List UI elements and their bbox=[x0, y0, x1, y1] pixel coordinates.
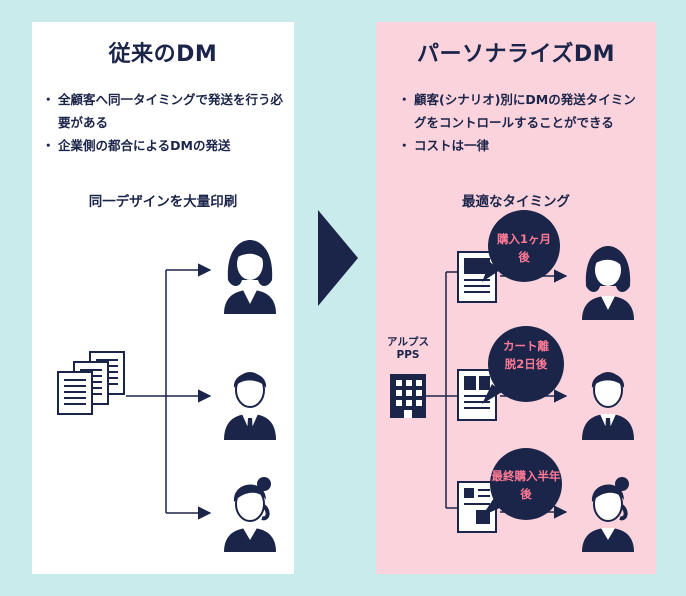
customer-woman-icon bbox=[224, 240, 276, 314]
customer-man-icon bbox=[223, 372, 277, 441]
personalized-dm-document-icon bbox=[457, 251, 497, 303]
bullet-item: 顧客(シナリオ)別にDMの発送タイミングをコントロールすることができる bbox=[398, 88, 642, 134]
company-label: アルプスPPS bbox=[387, 336, 429, 361]
customer-woman-icon bbox=[582, 246, 634, 320]
transition-chevron-icon bbox=[318, 210, 358, 306]
personalized-dm-document-icon bbox=[457, 369, 497, 421]
distribution-arrows bbox=[126, 263, 212, 520]
customer-man-icon bbox=[581, 372, 635, 441]
timing-label: 購入1ヶ月後 bbox=[496, 232, 551, 264]
conventional-dm-bullets: 全顧客へ同一タイミングで発送を行う必要がある 企業側の都合によるDMの発送 bbox=[42, 88, 286, 157]
bullet-item: コストは一律 bbox=[398, 134, 642, 157]
conventional-dm-title: 従来のDM bbox=[108, 42, 218, 67]
document-stack-icon bbox=[57, 351, 125, 415]
bullet-item: 企業側の都合によるDMの発送 bbox=[42, 134, 286, 157]
customer-woman-bun-icon bbox=[580, 475, 636, 554]
optimal-timing-heading: 最適なタイミング bbox=[462, 194, 570, 210]
timing-bubble bbox=[482, 210, 560, 282]
timing-label: カート離脱2日後 bbox=[503, 339, 549, 371]
timing-label: 最終購入半年後 bbox=[491, 469, 561, 501]
customer-woman-bun-icon bbox=[222, 475, 278, 554]
company-building-icon bbox=[390, 374, 426, 418]
timing-bubble bbox=[482, 326, 564, 404]
timing-bubble bbox=[482, 448, 562, 520]
personalized-dm-bullets: 顧客(シナリオ)別にDMの発送タイミングをコントロールすることができる コストは… bbox=[398, 88, 642, 157]
mass-print-heading: 同一デザインを大量印刷 bbox=[88, 194, 238, 210]
bullet-item: 全顧客へ同一タイミングで発送を行う必要がある bbox=[42, 88, 286, 134]
personalized-dm-title: パーソナライズDM bbox=[417, 42, 615, 67]
